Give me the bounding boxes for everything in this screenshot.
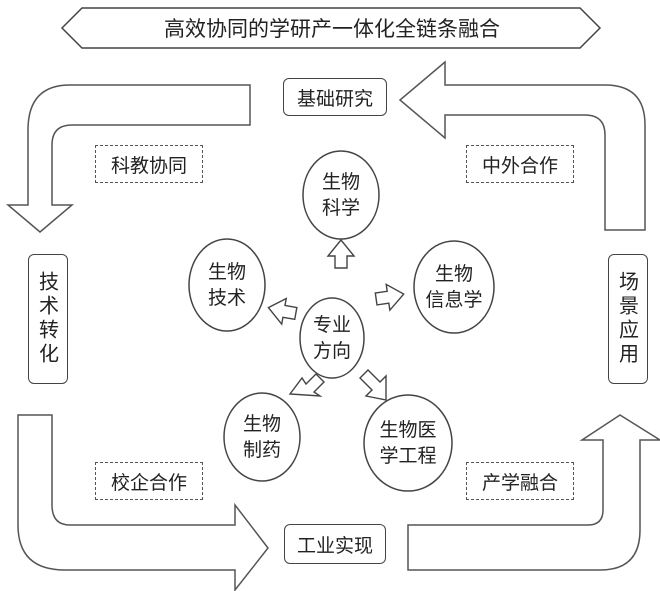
diagram-title: 高效协同的学研产一体化全链条融合: [164, 17, 500, 41]
bio-pharma-label: 生物 制药: [242, 413, 281, 461]
bio-informatics-ellipse: [413, 240, 495, 334]
stage-industrial-realization: 工业实现: [284, 524, 386, 564]
arrow-right-small: [374, 283, 405, 312]
bio-informatics-label: 生物 信息学: [425, 263, 483, 311]
bio-medical-eng-label: 生物医 学工程: [379, 419, 437, 467]
bio-medical-eng-ellipse: [363, 394, 453, 492]
bio-science-label: 生物 科学: [321, 171, 360, 219]
arrow-up-small: [326, 238, 356, 269]
collab-school-enterprise: 校企合作: [95, 462, 203, 500]
bio-tech-ellipse: [188, 238, 266, 332]
collab-international: 中外合作: [466, 145, 574, 183]
stage-basic-research: 基础研究: [283, 78, 387, 116]
arrow-bottom-right: [407, 414, 660, 571]
arrow-left-small: [267, 297, 298, 326]
collab-science-education: 科教协同: [95, 145, 203, 183]
arrow-bottom-left: [17, 414, 269, 591]
bio-pharma-ellipse: [223, 392, 301, 482]
collab-industry-academia: 产学融合: [466, 462, 574, 500]
arrow-down-right-small: [359, 369, 387, 401]
stage-tech-transfer: 技术转化: [28, 254, 68, 384]
arrow-down-left-small: [288, 373, 325, 397]
center-ellipse: [299, 297, 365, 379]
stage-scenario-application: 场景应用: [608, 254, 648, 384]
title-banner-shape: [60, 7, 602, 49]
center-label: 专业 方向: [312, 314, 351, 362]
bio-tech-label: 生物 技术: [207, 261, 246, 309]
arrow-top-right: [398, 60, 646, 231]
arrow-top-left: [5, 84, 251, 233]
